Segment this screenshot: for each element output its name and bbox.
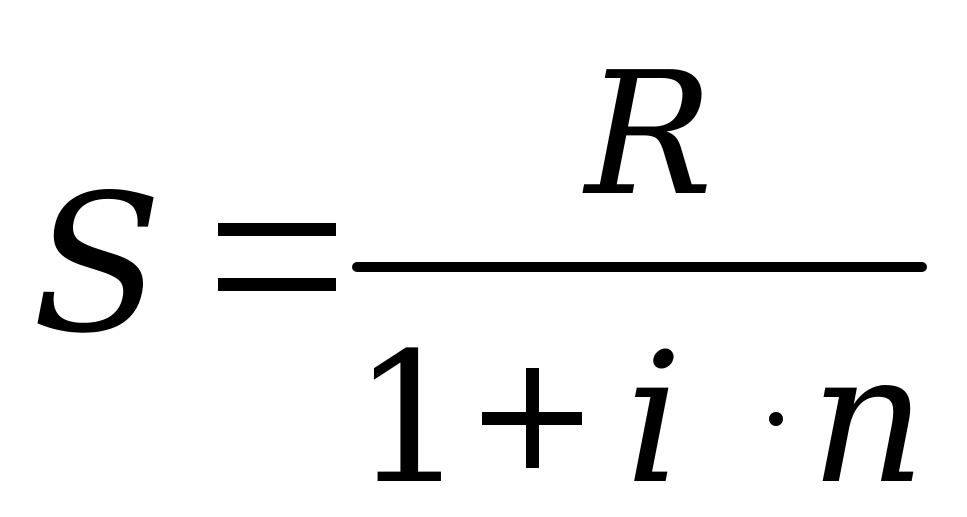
equals-top-bar [218, 223, 336, 236]
numerator-r: R [585, 36, 713, 234]
variable-n: n [810, 315, 926, 517]
plus-sign [482, 368, 582, 468]
variable-s: S [32, 154, 163, 375]
equals-bottom-bar [218, 278, 336, 291]
equals-sign [218, 223, 336, 291]
multiplication-dot [769, 412, 783, 426]
variable-i: i [625, 315, 683, 517]
plus-vertical [526, 368, 539, 468]
denominator-one: 1 [352, 315, 467, 517]
fraction-bar [352, 262, 927, 272]
